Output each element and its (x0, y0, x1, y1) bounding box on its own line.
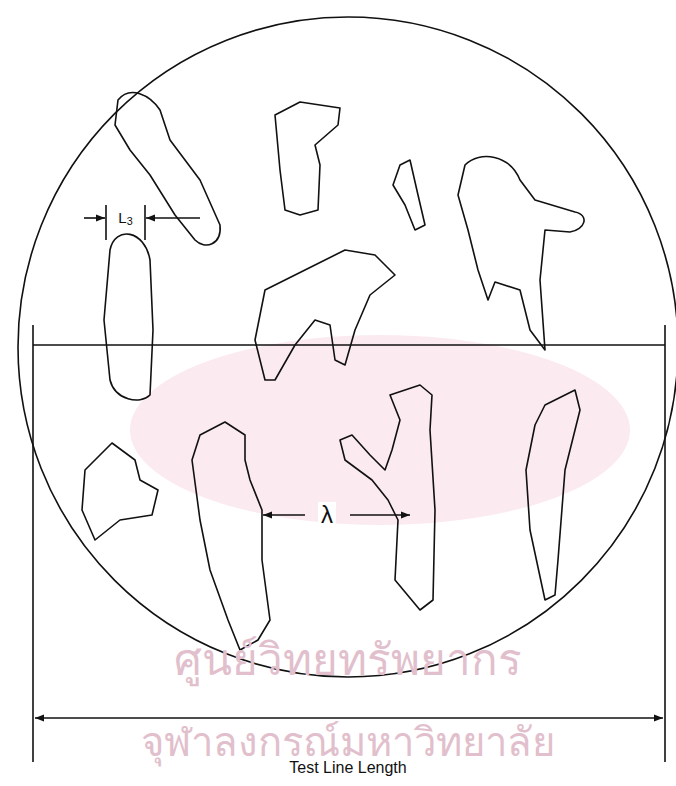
extension-line (32, 325, 34, 762)
dimension-arrow (263, 514, 305, 516)
watermark: จุฬาลงกรณ์มหาวิทยาลัย (141, 720, 555, 764)
extension-line (105, 205, 107, 240)
dimension-lines (33, 205, 665, 762)
particle (115, 93, 220, 245)
particle (275, 102, 340, 215)
dimension-arrow (146, 217, 200, 219)
particle (458, 157, 584, 350)
particle (255, 250, 395, 380)
extension-line (144, 205, 146, 240)
particles (82, 93, 584, 650)
particle (104, 234, 153, 400)
dimension-arrow (350, 514, 410, 516)
particle (526, 390, 580, 600)
extension-line (664, 325, 666, 762)
dimension-label: L3 (118, 210, 132, 227)
dimension-label: λ (318, 502, 336, 528)
field-circle (18, 17, 676, 677)
dimension-arrow (84, 217, 105, 219)
particle (340, 385, 435, 610)
particle (192, 422, 270, 650)
dimension-arrow (35, 717, 663, 719)
particle (82, 443, 158, 540)
watermark-ground (130, 335, 630, 525)
particle (393, 160, 425, 230)
test-line (33, 344, 665, 346)
watermark: ศูนย์วิทยทรัพยากร (174, 636, 522, 684)
